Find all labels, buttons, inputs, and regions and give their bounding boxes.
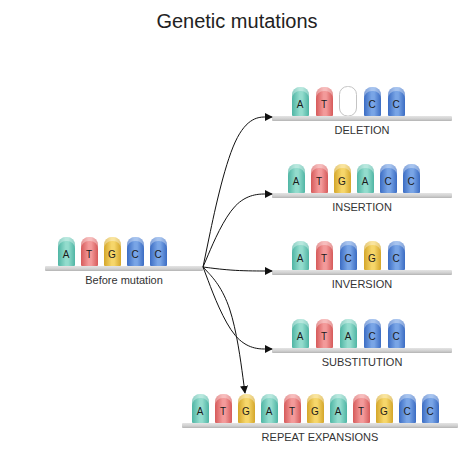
nucleotide-base: T (316, 241, 333, 270)
nucleotide-base: C (388, 241, 405, 270)
nucleotide-base: C (403, 164, 420, 193)
nucleotide-base: G (307, 394, 324, 423)
dna-backbone (272, 270, 452, 275)
dna-backbone (272, 116, 452, 121)
mutation-arrow (203, 194, 272, 267)
nucleotide-base: G (238, 394, 255, 423)
nucleotide-base: A (340, 319, 357, 348)
nucleotide-base: A (292, 241, 309, 270)
nucleotide-base: T (215, 394, 232, 423)
strand-caption: SUBSTITUTION (272, 356, 452, 369)
nucleotide-base: C (364, 87, 381, 116)
nucleotide-base: C (380, 164, 397, 193)
nucleotide-base: C (388, 319, 405, 348)
nucleotide-base: A (330, 394, 347, 423)
mutation-arrow (203, 267, 245, 393)
empty-peg (340, 87, 357, 117)
nucleotide-base: A (292, 319, 309, 348)
dna-backbone (272, 193, 452, 198)
nucleotide-base: C (127, 237, 144, 266)
nucleotide-base: C (388, 87, 405, 116)
nucleotide-base: A (261, 394, 278, 423)
nucleotide-base: T (284, 394, 301, 423)
dna-backbone (272, 348, 452, 353)
strand-caption: REPEAT EXPANSIONS (182, 431, 458, 444)
nucleotide-base: C (340, 241, 357, 270)
nucleotide-base: T (353, 394, 370, 423)
mutation-arrow (203, 267, 272, 271)
nucleotide-base: A (288, 164, 305, 193)
nucleotide-base: T (316, 319, 333, 348)
nucleotide-base: A (357, 164, 374, 193)
dna-backbone (45, 266, 203, 271)
nucleotide-base: T (81, 237, 98, 266)
deleted-base (339, 86, 358, 117)
nucleotide-base: G (104, 237, 121, 266)
nucleotide-base: A (192, 394, 209, 423)
nucleotide-base: T (311, 164, 328, 193)
nucleotide-base: T (316, 87, 333, 116)
diagram-title: Genetic mutations (0, 9, 474, 33)
strand-caption: DELETION (272, 124, 452, 137)
nucleotide-base: G (334, 164, 351, 193)
nucleotide-base: C (150, 237, 167, 266)
mutation-arrow (203, 117, 272, 267)
dna-backbone (182, 423, 458, 428)
nucleotide-base: C (399, 394, 416, 423)
nucleotide-base: A (292, 87, 309, 116)
nucleotide-base: G (364, 241, 381, 270)
nucleotide-base: C (422, 394, 439, 423)
strand-caption: Before mutation (45, 274, 203, 287)
strand-caption: INVERSION (272, 278, 452, 291)
nucleotide-base: G (376, 394, 393, 423)
nucleotide-base: A (58, 237, 75, 266)
mutation-arrow (203, 267, 272, 349)
nucleotide-base: C (364, 319, 381, 348)
strand-caption: INSERTION (272, 201, 452, 214)
